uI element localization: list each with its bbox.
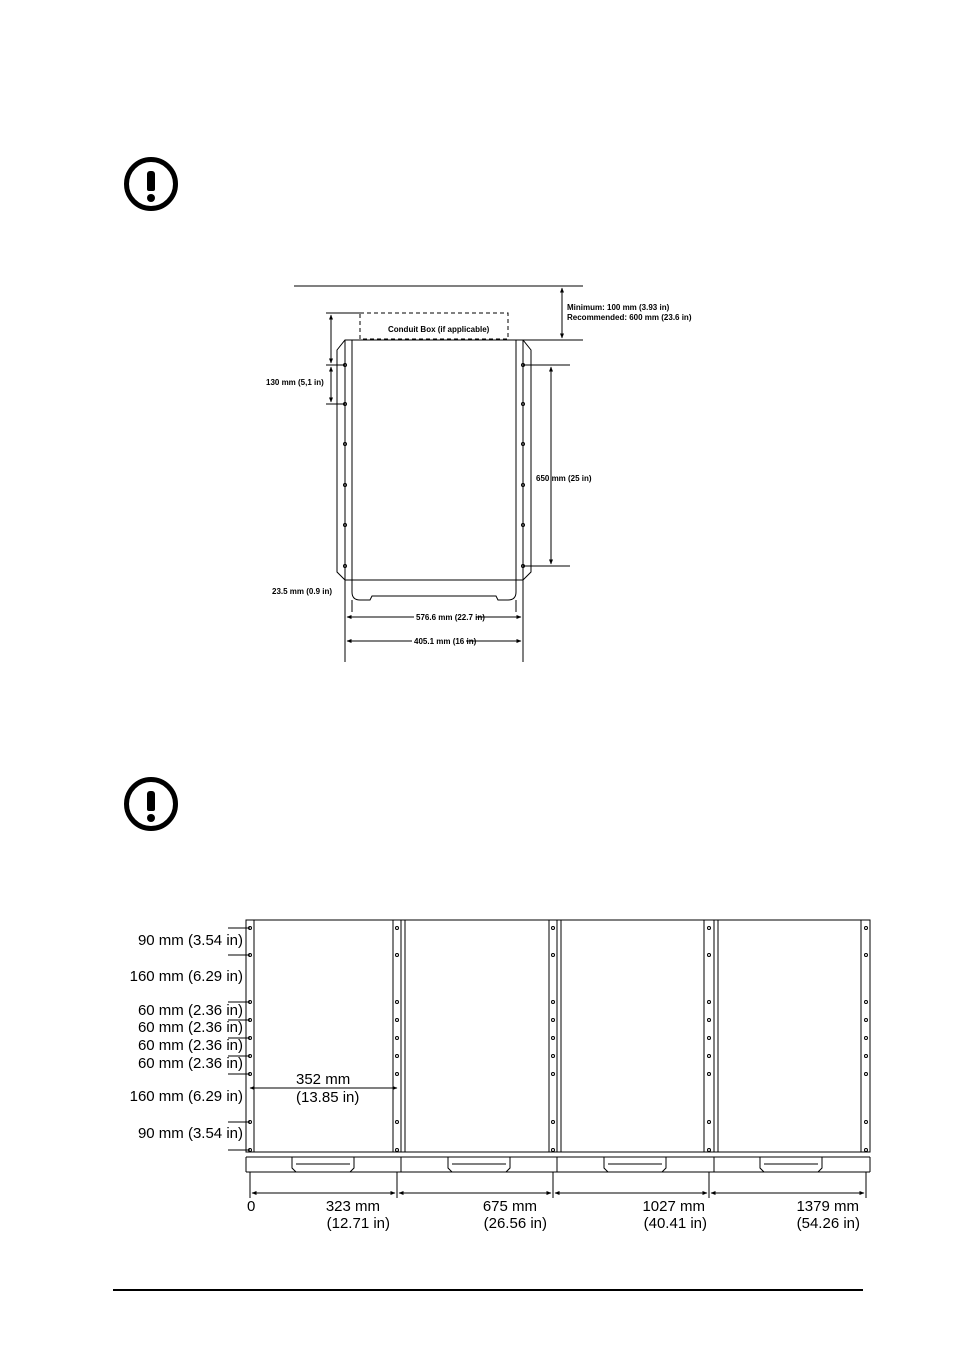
dim-130-label: 130 mm (5,1 in) [266,378,324,387]
vertical-dim-label: 90 mm (3.54 in) [138,932,243,949]
footer-rule [113,1289,863,1291]
top-view-diagram [294,285,583,662]
horizontal-dim-mm-label: 323 mm [326,1198,380,1215]
dim-576-6-label: 576.6 mm (22.7 in) [416,613,485,622]
vertical-dim-label: 160 mm (6.29 in) [130,968,243,985]
vertical-dim-label: 90 mm (3.54 in) [138,1125,243,1142]
vertical-dim-label: 160 mm (6.29 in) [130,1088,243,1105]
horizontal-dim-in-label: (54.26 in) [797,1215,860,1232]
dim-650-label: 650 mm (25 in) [536,474,592,483]
clearance-minimum-label: Minimum: 100 mm (3.93 in) [567,303,670,312]
horizontal-dim-in-label: (40.41 in) [644,1215,707,1232]
clearance-recommended-label: Recommended: 600 mm (23.6 in) [567,313,692,322]
inner-dim-in-label: (13.85 in) [296,1089,359,1106]
vertical-dim-label: 60 mm (2.36 in) [138,1055,243,1072]
horizontal-dim-in-label: (26.56 in) [484,1215,547,1232]
horizontal-dim-in-label: (12.71 in) [327,1215,390,1232]
origin-label: 0 [247,1198,255,1215]
horizontal-dim-mm-label: 1379 mm [796,1198,859,1215]
conduit-box-label: Conduit Box (if applicable) [388,325,490,334]
notice-icon [124,777,178,831]
vertical-dim-label: 60 mm (2.36 in) [138,1019,243,1036]
dim-23-5-label: 23.5 mm (0.9 in) [272,587,332,596]
vertical-dim-label: 60 mm (2.36 in) [138,1002,243,1019]
notice-icon [124,157,178,211]
inner-dim-mm-label: 352 mm [296,1071,350,1088]
horizontal-dim-mm-label: 675 mm [483,1198,537,1215]
vertical-dim-label: 60 mm (2.36 in) [138,1037,243,1054]
dim-405-1-label: 405.1 mm (16 in) [414,637,477,646]
horizontal-dim-mm-label: 1027 mm [642,1198,705,1215]
bottom-view-diagram [228,919,871,1198]
